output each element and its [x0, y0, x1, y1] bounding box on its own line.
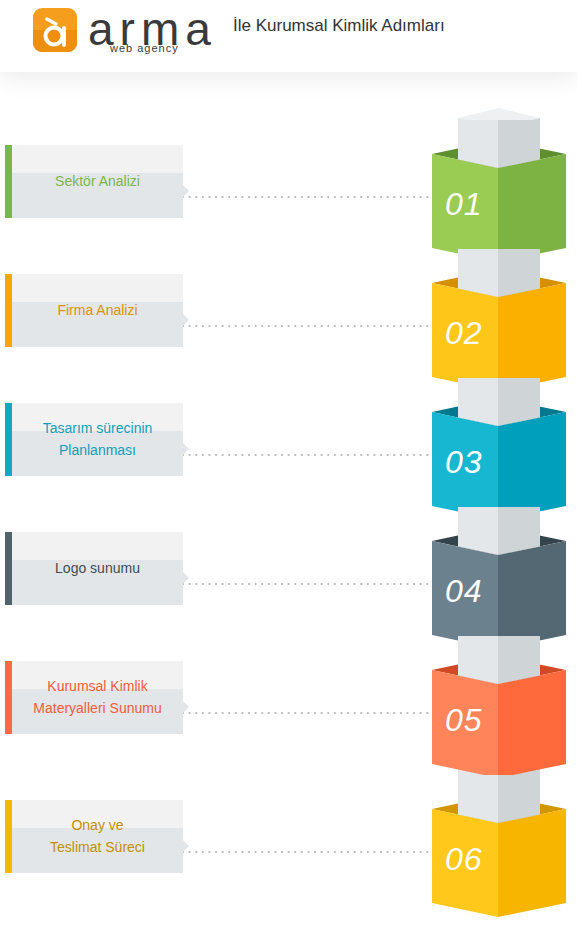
pillar-left-face [458, 636, 498, 684]
pillar-right-face [498, 249, 540, 297]
dotted-connector [183, 583, 432, 585]
pillar-right-face [498, 507, 540, 555]
pillar-left-face [458, 775, 498, 823]
logo-icon [33, 8, 77, 52]
dotted-connector [183, 712, 432, 714]
step-label-box: Tasarım sürecinin Planlanması [5, 403, 183, 476]
logo-tagline: web agency [110, 43, 179, 54]
step-title: Firma Analizi [18, 300, 178, 322]
diagram-title: İle Kurumsal Kimlik Adımları [233, 16, 445, 36]
pillar-left-face [458, 378, 498, 426]
box-notch [183, 185, 189, 197]
header-band [0, 0, 577, 72]
step-cube: 04 [432, 527, 566, 649]
cube-right-face [498, 670, 566, 778]
step-number: 02 [445, 315, 483, 352]
step-number: 05 [445, 702, 483, 739]
box-notch [183, 443, 189, 455]
cube-right-face [498, 809, 566, 917]
step-cube: 03 [432, 398, 566, 520]
dotted-connector [183, 196, 432, 198]
cube-right-face [498, 412, 566, 520]
cube-left-face [432, 154, 498, 262]
pillar-left-face [458, 507, 498, 555]
pillar-right-face [498, 120, 540, 168]
box-notch [183, 701, 189, 713]
step-cube: 06 [432, 795, 566, 917]
pillar-left-face [458, 249, 498, 297]
cube-left-face [432, 412, 498, 520]
step-cube: 01 [432, 140, 566, 262]
cube-left-face [432, 809, 498, 917]
pillar-left-face [458, 120, 498, 168]
cube-left-face [432, 541, 498, 649]
step-label-box: Sektör Analizi [5, 145, 183, 218]
cube-left-face [432, 670, 498, 778]
step-title: Tasarım sürecinin Planlanması [33, 418, 163, 461]
step-title: Sektör Analizi [18, 171, 178, 193]
step-number: 03 [445, 444, 483, 481]
step-label-box: Logo sunumu [5, 532, 183, 605]
step-title: Logo sunumu [18, 558, 178, 580]
step-number: 06 [445, 841, 483, 878]
cube-right-face [498, 283, 566, 391]
step-number: 01 [445, 186, 483, 223]
step-title: Onay ve Teslimat Süreci [48, 815, 148, 858]
step-title: Kurumsal Kimlik Materyalleri Sunumu [23, 676, 173, 719]
pillar-right-face [498, 378, 540, 426]
pillar-right-face [498, 775, 540, 823]
box-notch [183, 314, 189, 326]
step-number: 04 [445, 573, 483, 610]
step-cube: 05 [432, 656, 566, 778]
step-label-box: Kurumsal Kimlik Materyalleri Sunumu [5, 661, 183, 734]
box-notch [183, 840, 189, 852]
pillar-right-face [498, 636, 540, 684]
step-label-box: Onay ve Teslimat Süreci [5, 800, 183, 873]
cube-right-face [498, 541, 566, 649]
step-cube: 02 [432, 269, 566, 391]
dotted-connector [183, 851, 432, 853]
cube-left-face [432, 283, 498, 391]
dotted-connector [183, 325, 432, 327]
cube-right-face [498, 154, 566, 262]
dotted-connector [183, 454, 432, 456]
step-label-box: Firma Analizi [5, 274, 183, 347]
box-notch [183, 572, 189, 584]
